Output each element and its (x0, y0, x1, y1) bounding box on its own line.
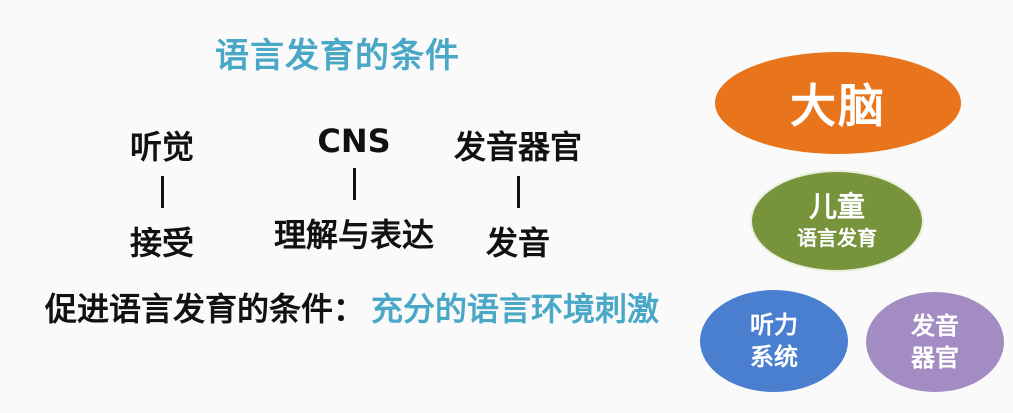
organ-label-line1: 发音 (911, 312, 959, 340)
column-top-label: CNS (317, 122, 391, 160)
speech-organ-ellipse: 发音 器官 (866, 292, 1004, 392)
connector-line (160, 176, 164, 208)
brain-label: 大脑 (790, 79, 886, 133)
language-development-label: 语言发育 (797, 226, 877, 250)
child-language-ellipse: 儿童 语言发育 (752, 172, 922, 270)
diagram-title: 语言发育的条件 (215, 36, 460, 76)
child-label: 儿童 (808, 190, 865, 223)
brain-ellipse: 大脑 (715, 52, 961, 154)
condition-value: 充分的语言环境刺激 (371, 290, 660, 328)
condition-line: 促进语言发育的条件：充分的语言环境刺激 (45, 284, 659, 330)
column-top-label: 发音器官 (453, 128, 582, 166)
organ-label-line2: 器官 (911, 344, 959, 372)
column-cns: CNS 理解与表达 (254, 122, 454, 256)
condition-colon: ： (333, 290, 366, 328)
column-bottom-label: 发音 (485, 224, 550, 262)
condition-label: 促进语言发育的条件 (45, 290, 334, 328)
connector-line (516, 176, 520, 208)
column-hearing: 听觉 接受 (62, 122, 262, 264)
hearing-label-line2: 系统 (750, 343, 798, 371)
column-organ: 发音器官 发音 (418, 122, 618, 264)
column-bottom-label: 接受 (129, 224, 194, 262)
column-bottom-label: 理解与表达 (273, 216, 434, 254)
connector-line (352, 168, 356, 200)
column-top-label: 听觉 (129, 128, 194, 166)
hearing-label-line1: 听力 (750, 311, 798, 339)
hearing-system-ellipse: 听力 系统 (700, 290, 848, 392)
